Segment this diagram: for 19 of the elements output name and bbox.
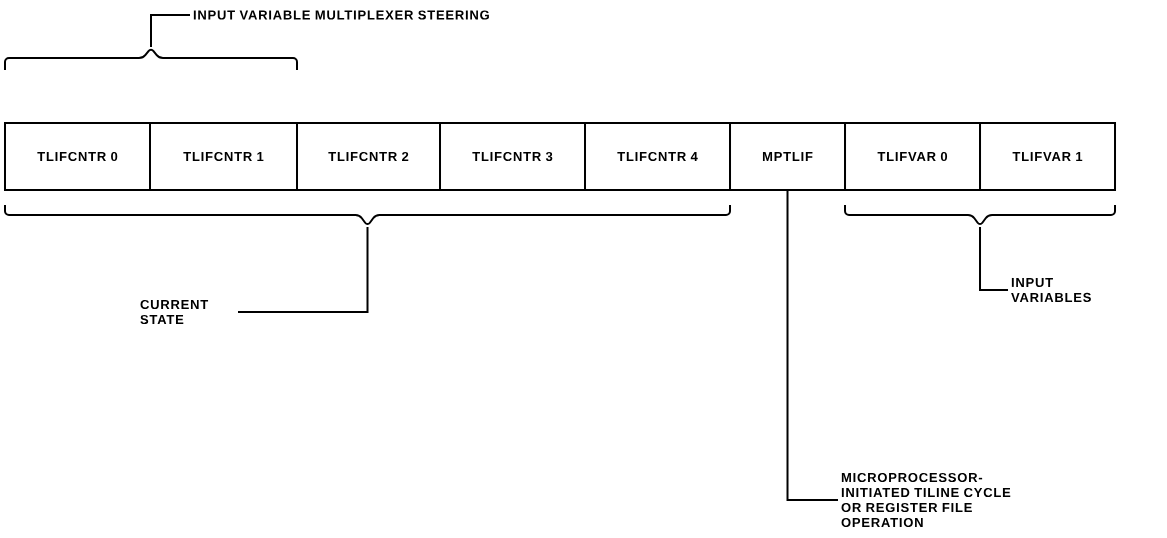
brace bbox=[844, 204, 1116, 226]
leader-line bbox=[786, 190, 839, 501]
register-cell: TLIFCNTR 4 bbox=[584, 122, 731, 191]
leader-line bbox=[237, 226, 369, 313]
register-cell: TLIFVAR 1 bbox=[979, 122, 1116, 191]
brace bbox=[4, 48, 298, 71]
register-cell: TLIFCNTR 3 bbox=[439, 122, 586, 191]
register-cell: TLIFCNTR 2 bbox=[296, 122, 441, 191]
register-cell: TLIFCNTR 0 bbox=[4, 122, 151, 191]
field-label: INPUT VARIABLES bbox=[1011, 277, 1091, 303]
register-cell: TLIFVAR 0 bbox=[844, 122, 981, 191]
field-label: MICROPROCESSOR-INITIATED TILINE CYCLE OR REGISTER FILE OPERATION bbox=[841, 472, 1011, 528]
brace bbox=[4, 204, 731, 226]
leader-line bbox=[150, 14, 191, 48]
leader-line bbox=[979, 226, 1009, 291]
register-cell: MPTLIF bbox=[729, 122, 846, 191]
field-label: CURRENT STATE bbox=[140, 299, 209, 325]
field-label: INPUT VARIABLE MULTIPLEXER STEERING bbox=[193, 10, 489, 20]
register-cell: TLIFCNTR 1 bbox=[149, 122, 298, 191]
